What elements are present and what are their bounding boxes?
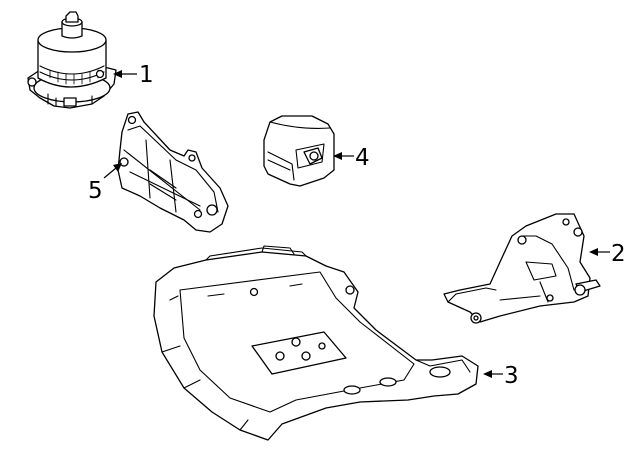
bracket-part-5: [117, 111, 229, 233]
callout-label-5: 5: [88, 178, 103, 204]
crossmember-part-3: [153, 245, 479, 441]
callout-3: 3: [483, 363, 519, 389]
mount-part-4: [263, 115, 335, 187]
callout-1: 1: [113, 62, 154, 88]
callout-label-1: 1: [139, 62, 154, 88]
transmission-bracket-part-2: [443, 213, 601, 324]
callout-2: 2: [589, 241, 626, 267]
engine-mount-part-1: [27, 11, 117, 109]
callout-4: 4: [333, 145, 370, 171]
callout-label-3: 3: [504, 363, 519, 389]
callout-label-4: 4: [355, 145, 370, 171]
callout-5: 5: [88, 163, 122, 204]
callout-label-2: 2: [611, 241, 626, 267]
